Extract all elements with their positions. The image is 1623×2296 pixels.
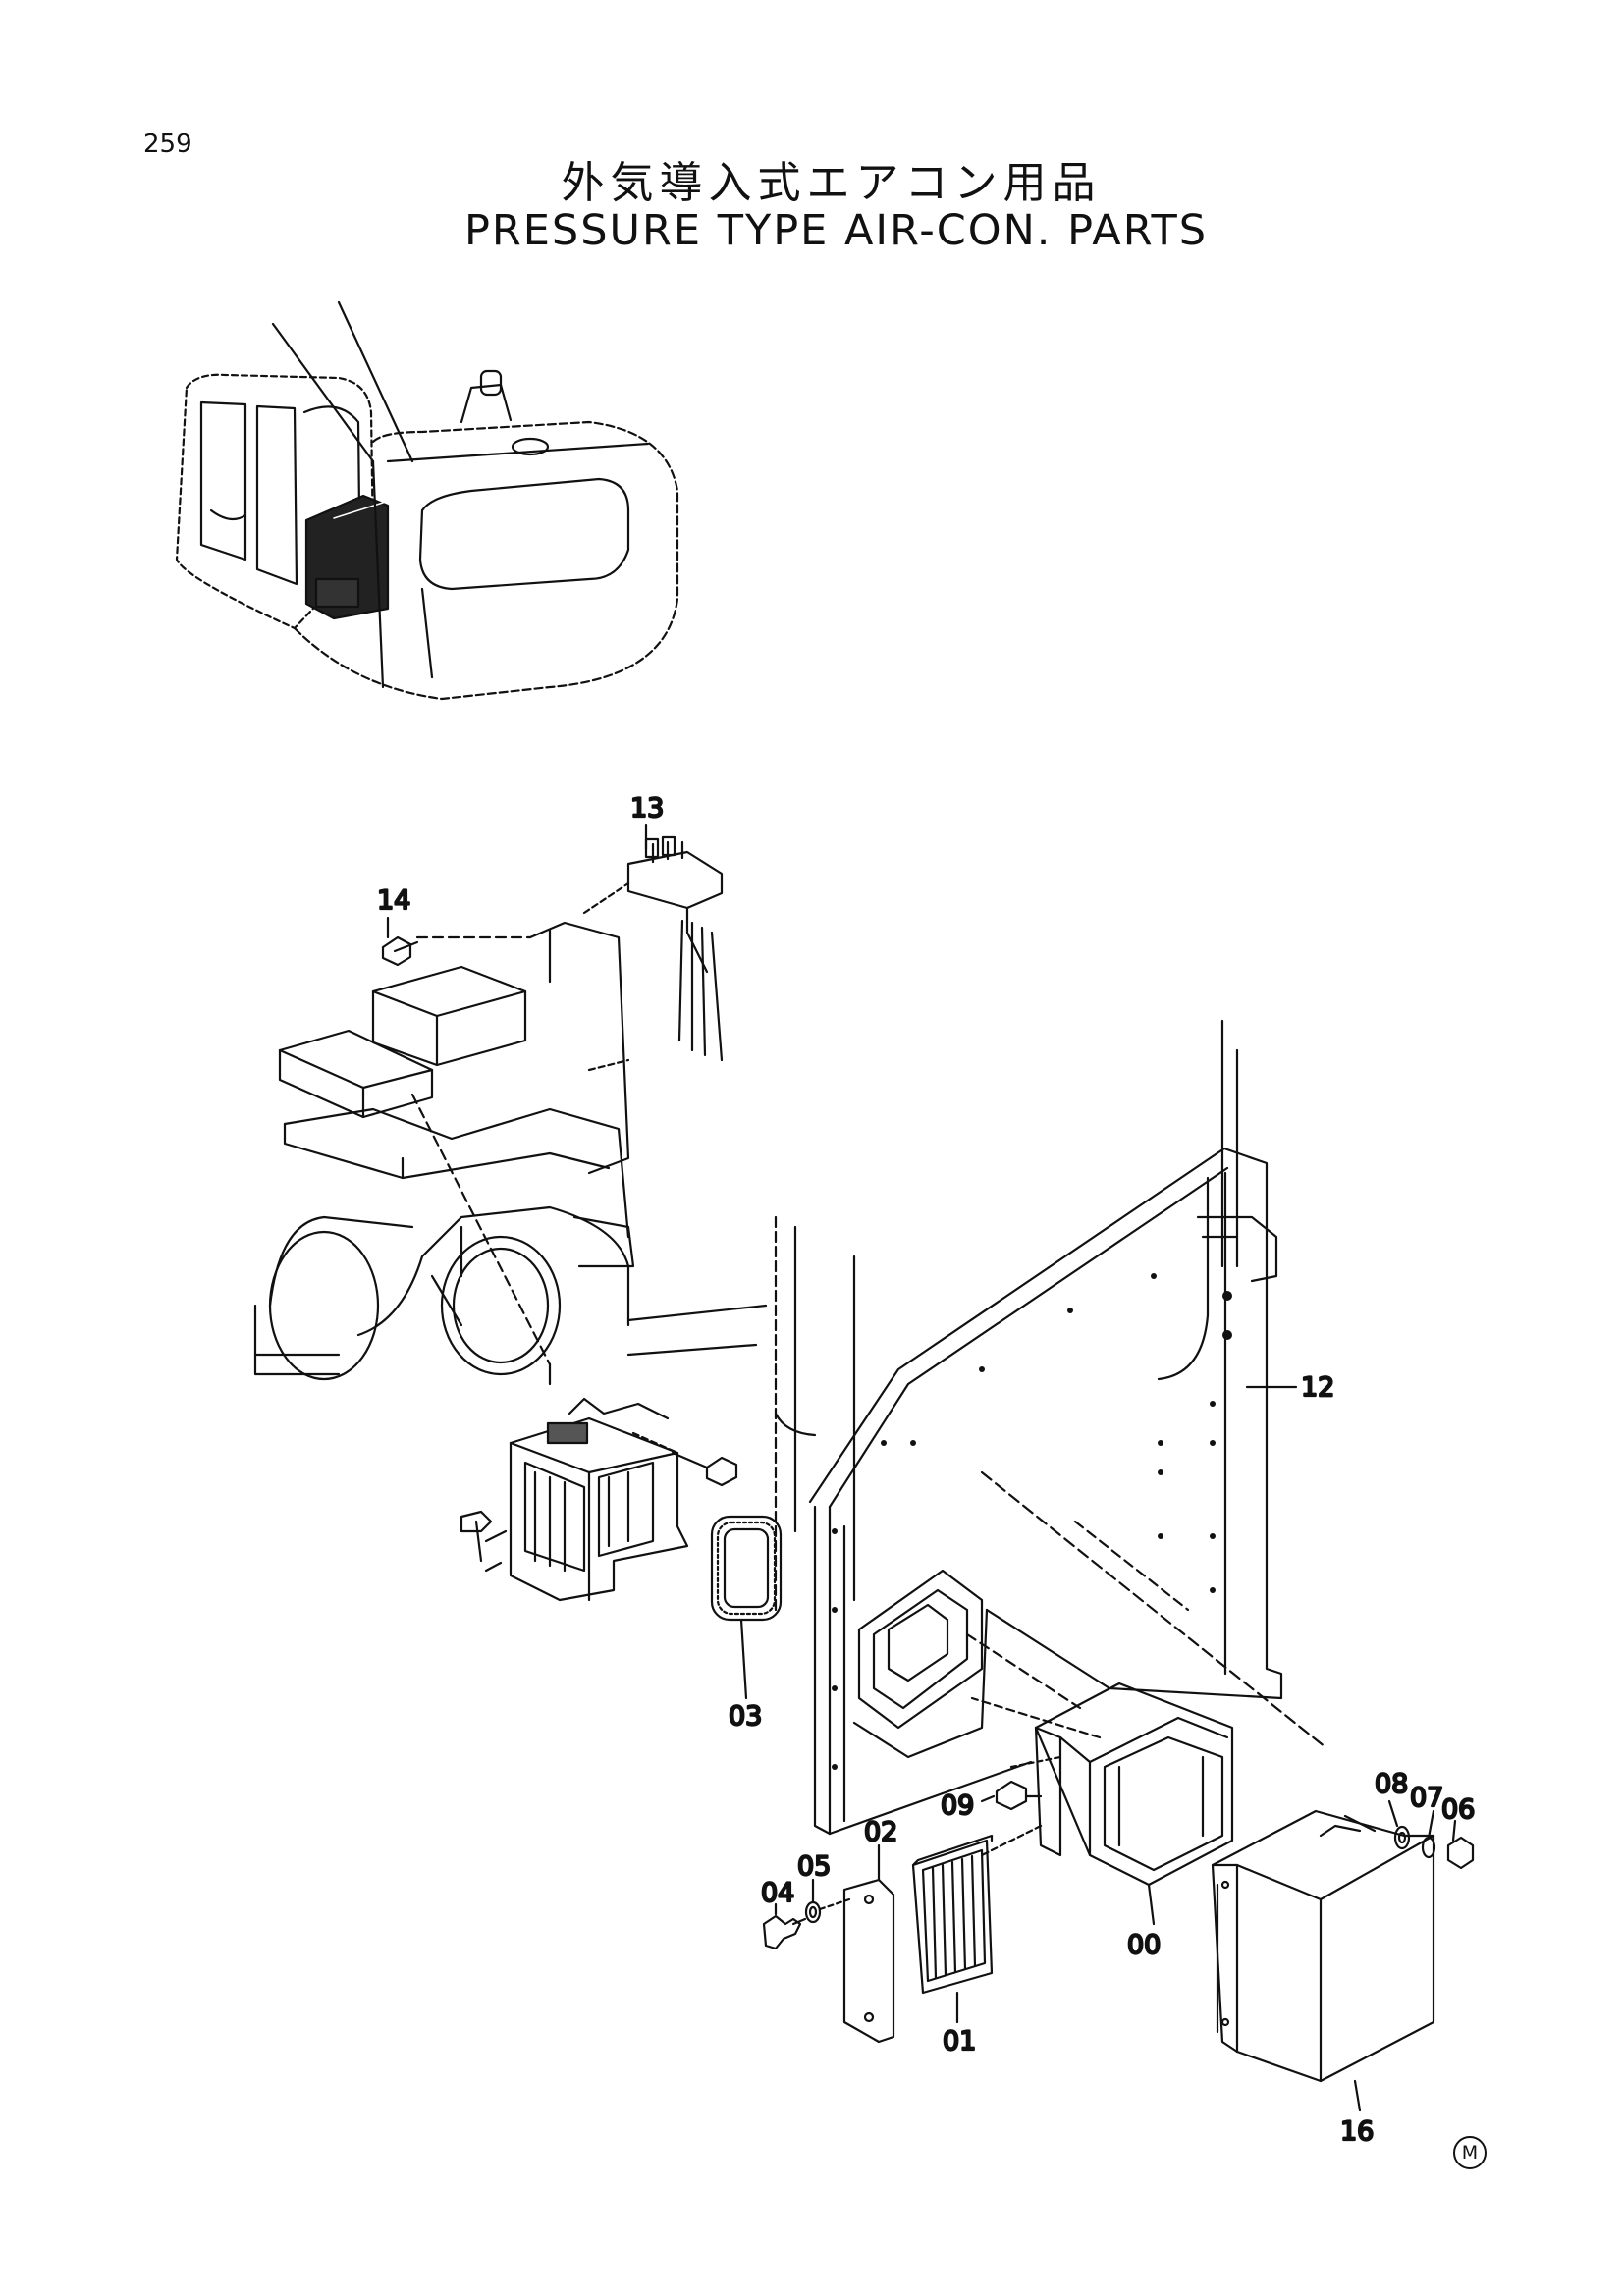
callout-leaders [386,823,1298,1803]
callout-00: 00 [1127,1930,1161,1960]
callout-labels: 13 14 12 03 08 07 06 09 05 02 04 00 01 1… [376,792,1477,2148]
callout-04: 04 [761,1878,794,1908]
filter-housing-illustration [460,1397,783,1700]
callout-12: 12 [1301,1372,1334,1403]
excavator-overview-illustration [175,300,679,701]
callout-01: 01 [943,2026,976,2056]
page-title-japanese: 外気導入式エアコン用品 [561,158,1102,208]
callout-13: 13 [630,793,664,824]
page-number: 259 [143,130,192,159]
cab-frame-illustration [626,1019,1283,1836]
callout-03: 03 [729,1701,762,1732]
callout-08: 08 [1375,1769,1408,1799]
callout-16: 16 [1340,2116,1374,2147]
callout-02: 02 [864,1817,897,1847]
callout-06: 06 [1441,1794,1475,1825]
callout-09: 09 [941,1790,974,1821]
circled-m-mark: M [1453,2136,1487,2169]
page-title-english: PRESSURE TYPE AIR-CON. PARTS [463,206,1209,255]
callout-05: 05 [797,1851,831,1882]
callout-14: 14 [377,885,410,916]
callout-07: 07 [1410,1783,1443,1813]
aircon-unit-upper-illustration [253,835,724,1386]
filter-unit-lower-illustration [762,1470,1475,2112]
